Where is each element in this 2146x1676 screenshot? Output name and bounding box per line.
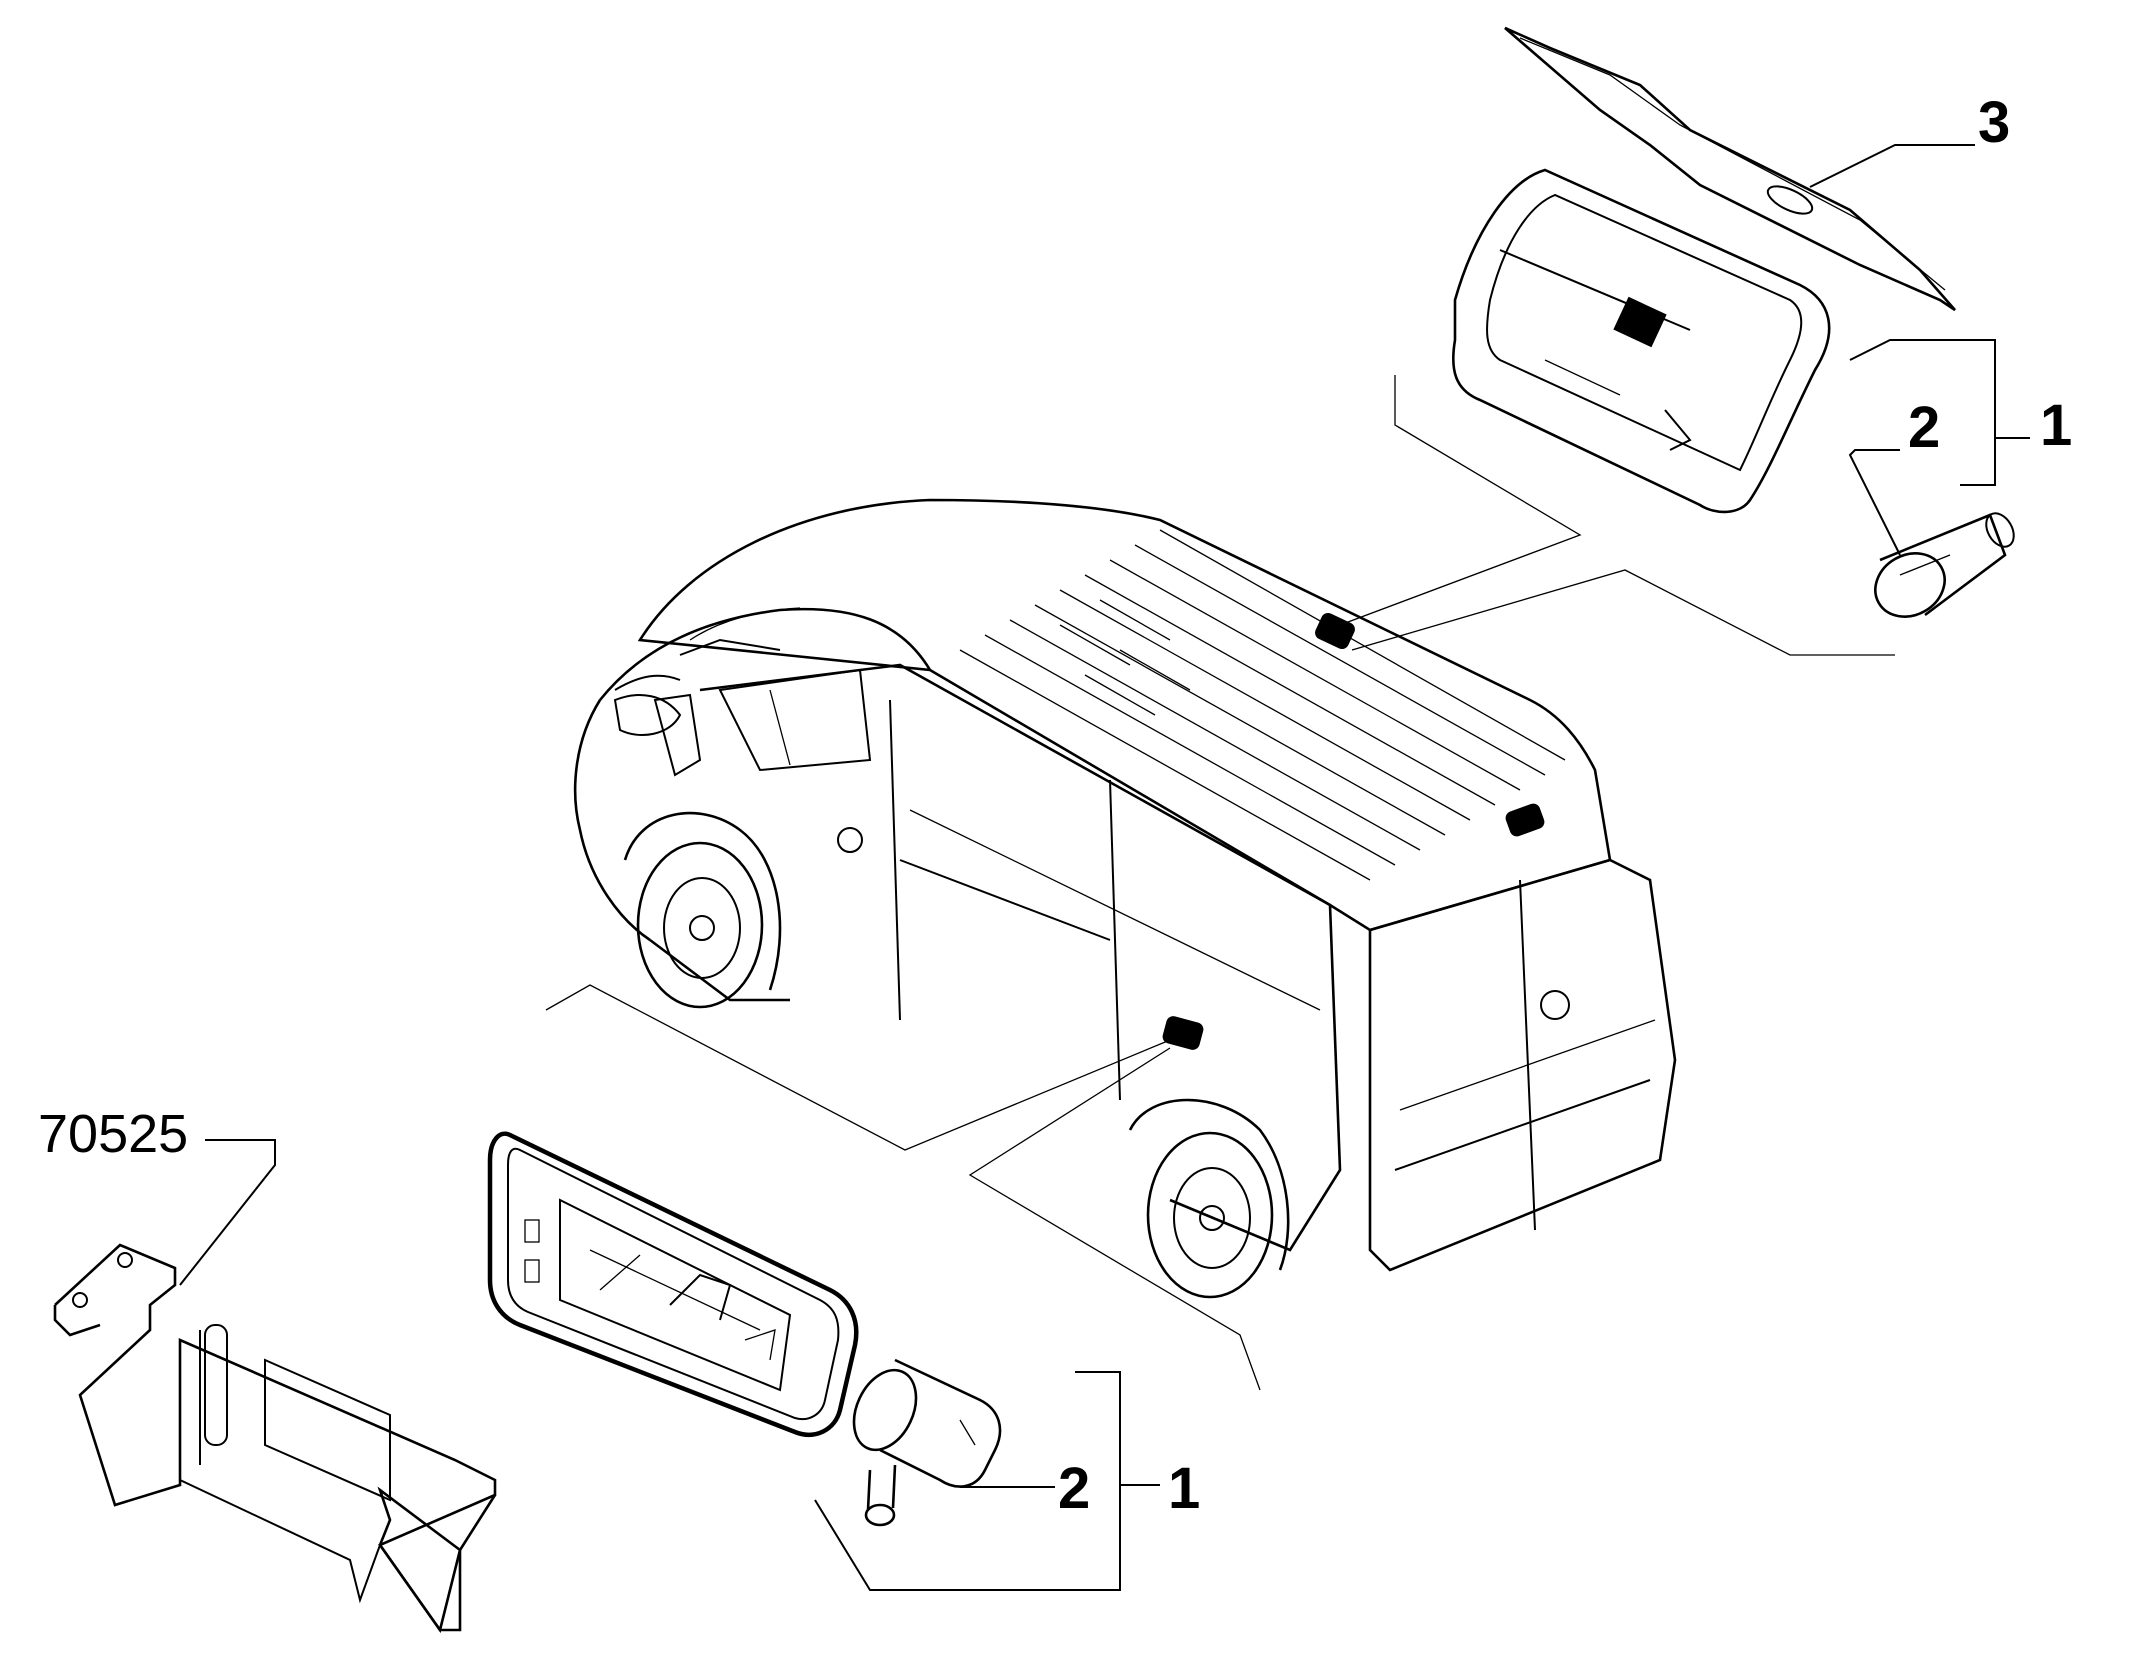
side-lamp-bulb	[852, 1358, 1002, 1527]
callout-side-bulb: 2	[1058, 1456, 1090, 1521]
bracket-part	[53, 1243, 497, 1634]
leader-lines	[179, 144, 2030, 1591]
roof-lamp-location-marker	[1315, 613, 1355, 649]
roof-lamp-housing	[1451, 168, 1831, 514]
front-wheel	[636, 841, 764, 1009]
side-lamp-housing	[487, 1131, 859, 1437]
callout-roof-lamp-assembly: 1	[2040, 393, 2072, 458]
side-lamp-location-marker	[1162, 1016, 1204, 1050]
roof-ribs	[959, 529, 1566, 881]
callout-roof-bulb: 2	[1908, 395, 1940, 460]
side-lamp-group	[487, 1131, 1002, 1527]
callout-side-lamp-assembly: 1	[1168, 1456, 1200, 1521]
reference-code-label: 70525	[38, 1104, 188, 1164]
rear-wheel	[1146, 1131, 1274, 1299]
rear-lamp-location-marker	[1505, 803, 1545, 837]
callout-gasket: 3	[1978, 90, 2010, 155]
van-illustration	[573, 498, 1677, 1299]
gasket-plate	[1504, 26, 1956, 312]
roof-lamp-group	[1451, 26, 2015, 618]
roof-lamp-bulb	[1874, 512, 2015, 618]
